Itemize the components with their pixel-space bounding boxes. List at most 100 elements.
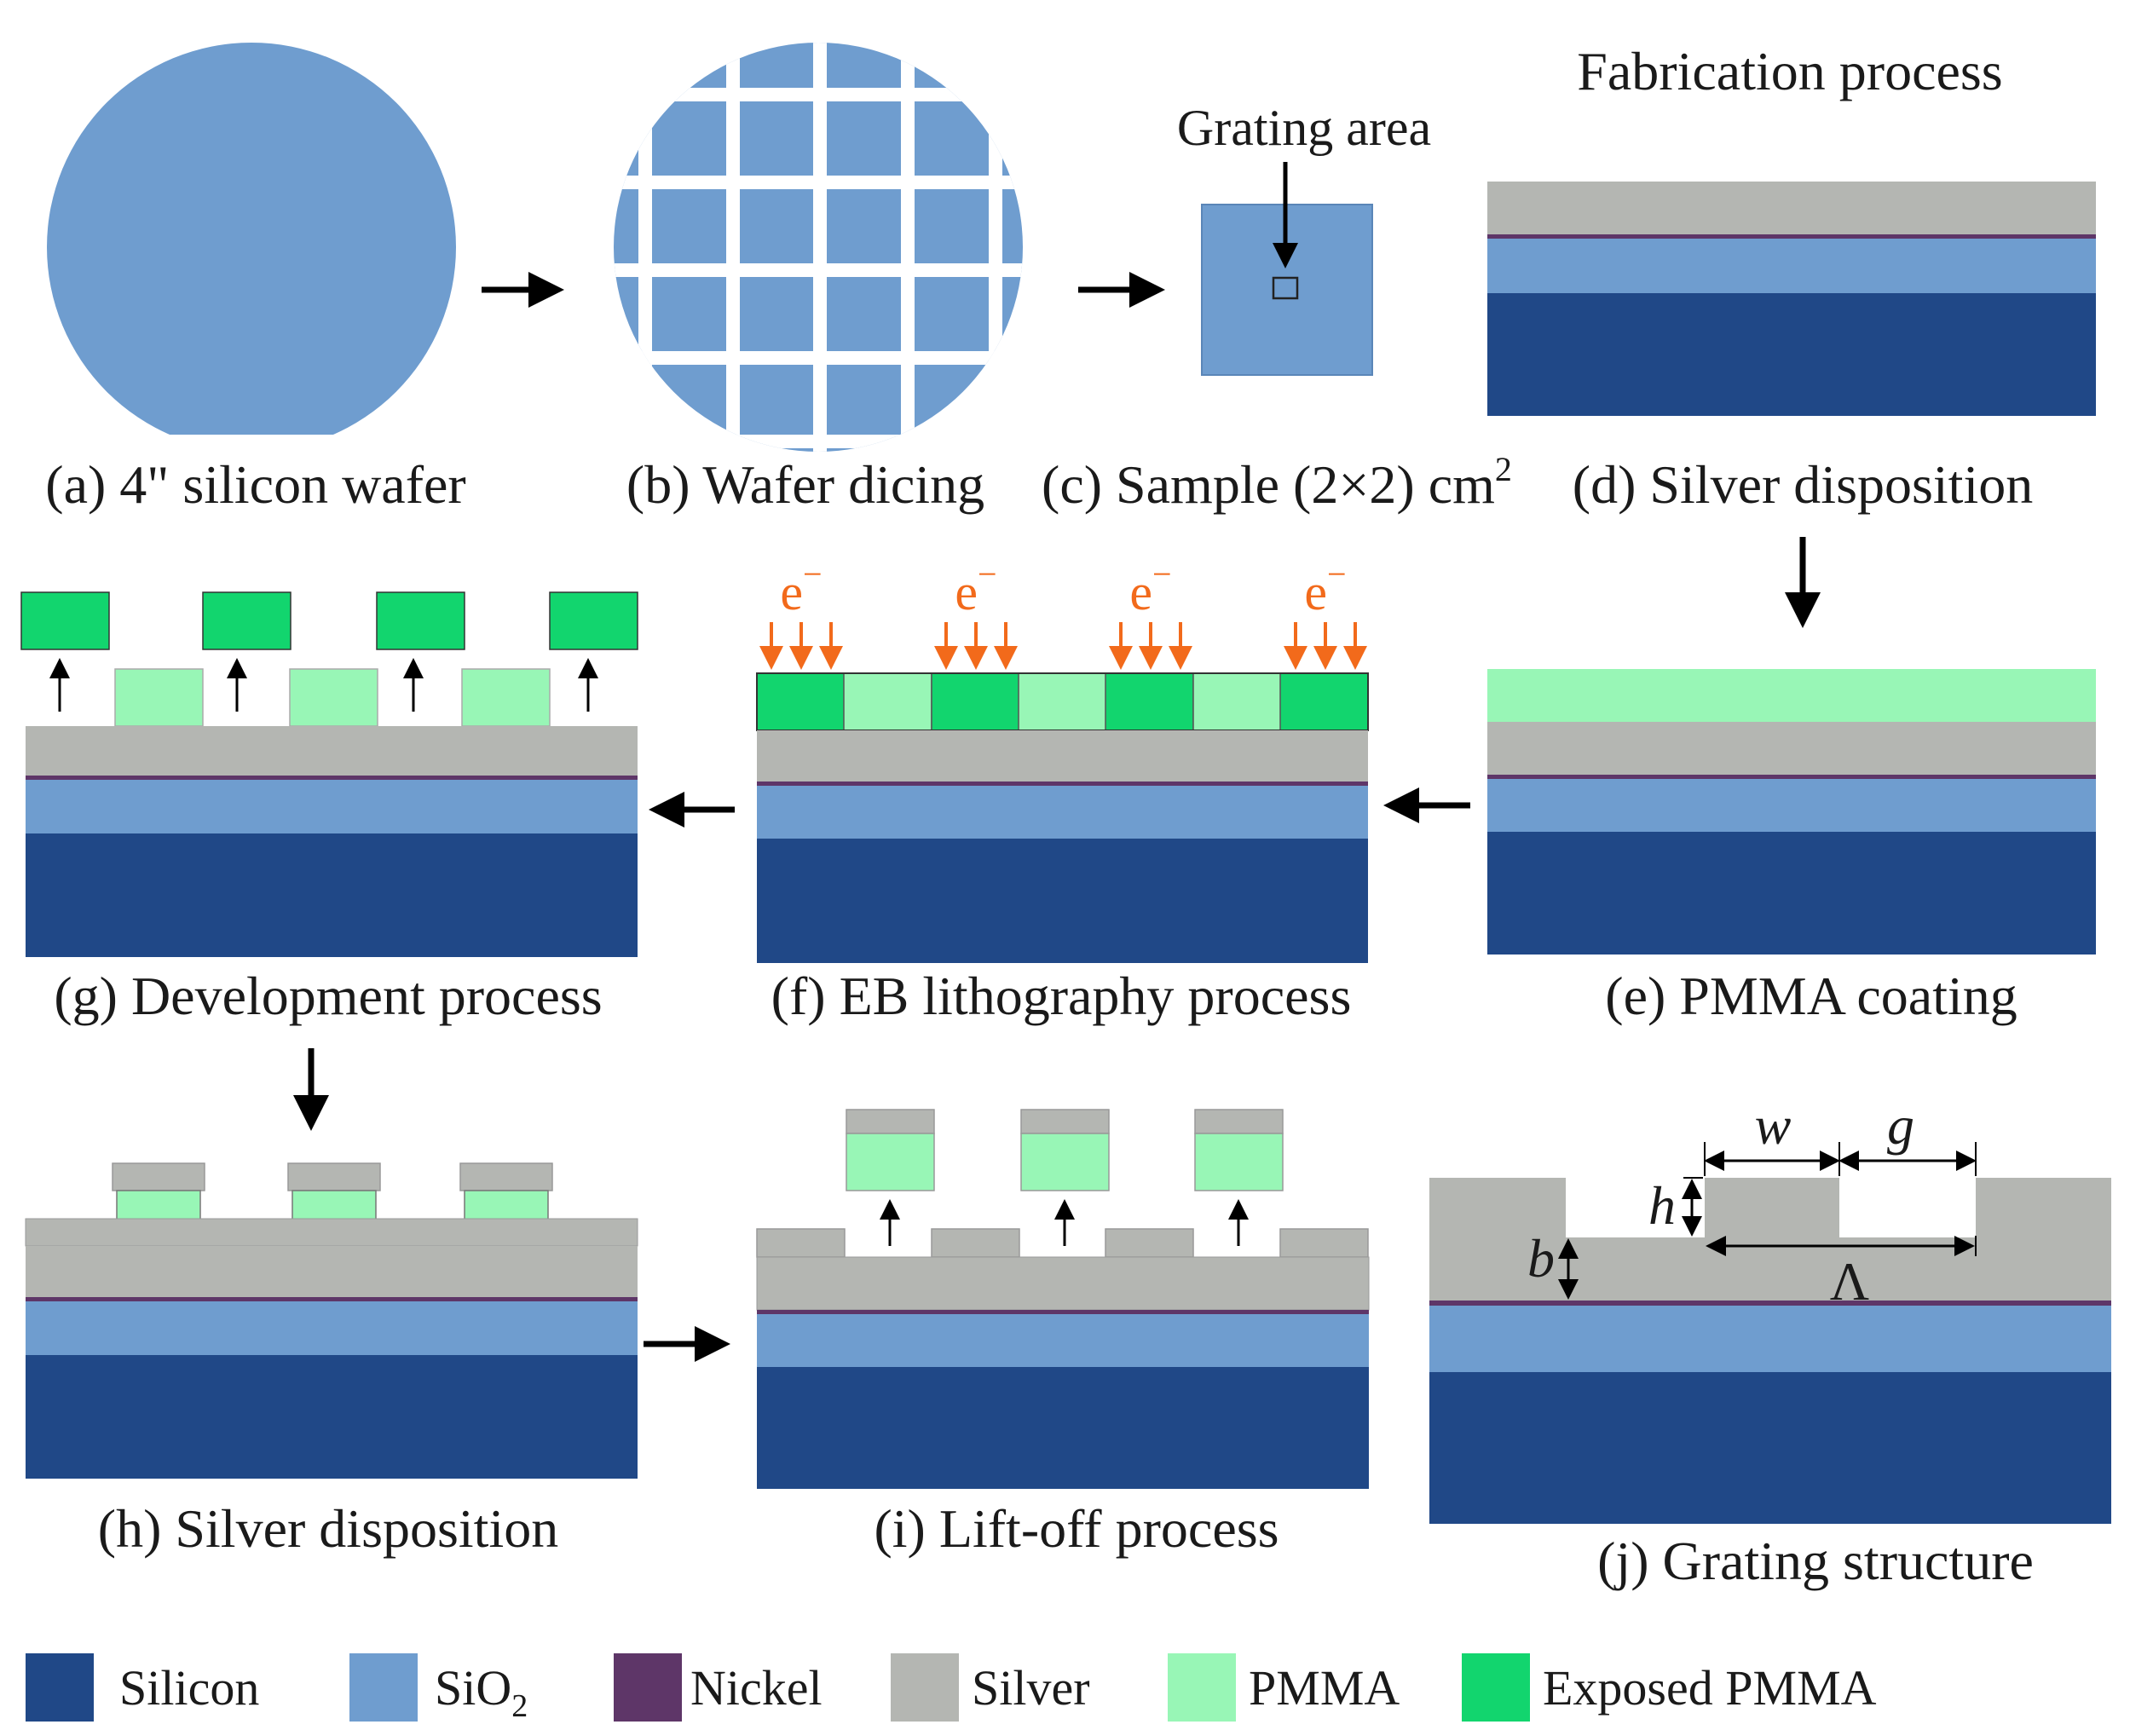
pmma-segment [1018, 672, 1107, 731]
caption-g: (g) Development process [54, 966, 602, 1026]
pmma-block [289, 668, 378, 727]
electron-label: e− [1129, 555, 1171, 620]
legend-label-exposed-pmma: Exposed PMMA [1543, 1660, 1877, 1716]
nickel-layer [26, 1297, 638, 1301]
dicing-line-vertical [989, 43, 1002, 452]
silver-cap [112, 1162, 205, 1191]
g-label: g [1887, 1095, 1914, 1156]
dicing-line-horizontal [614, 351, 1023, 365]
nickel-layer [757, 1310, 1369, 1314]
dicing-line-horizontal [614, 176, 1023, 189]
sio2-layer [757, 786, 1368, 839]
wafer-disc [47, 43, 456, 435]
panel-h-stack: (h) Silver disposition [25, 1162, 638, 1559]
electron-symbol: e [780, 564, 803, 620]
silver-cap [459, 1162, 553, 1191]
lifted-pmma-block [846, 1133, 935, 1191]
sio2-layer [757, 1314, 1369, 1367]
diagram-title: Fabrication process [1577, 41, 2002, 101]
legend-label-sio2: SiO2 [435, 1660, 528, 1724]
legend-label-nickel: Nickel [690, 1660, 823, 1716]
nickel-layer [1487, 234, 2096, 239]
caption-c-main: (c) Sample (2×2) cm [1042, 454, 1495, 515]
nickel-layer [1429, 1301, 2111, 1306]
silver-layer [26, 1246, 638, 1297]
panel-f-stack: e−e−e−e− (f) EB lithography process [756, 555, 1369, 1026]
sio2-layer [26, 780, 638, 833]
silver-base-top [25, 1218, 638, 1247]
caption-i: (i) Lift-off process [874, 1498, 1279, 1559]
caption-c-sup: 2 [1495, 450, 1512, 488]
legend-label-silver: Silver [972, 1660, 1090, 1716]
silver-layer [756, 1256, 1370, 1311]
removed-exposed-pmma [20, 591, 110, 650]
caption-a: (a) 4" silicon wafer [45, 454, 465, 515]
panel-i-stack: (i) Lift-off process [756, 1109, 1370, 1559]
period-label: Λ [1830, 1251, 1869, 1312]
electron-label: e− [955, 555, 996, 620]
caption-e: (e) PMMA coating [1605, 966, 2017, 1026]
pmma-layer [1487, 669, 2096, 722]
caption-h: (h) Silver disposition [98, 1498, 558, 1559]
electron-symbol: e [955, 564, 978, 620]
pmma-block [114, 668, 204, 727]
electron-charge: − [1327, 555, 1347, 593]
sio2-layer [1487, 239, 2096, 293]
grating-area-label: Grating area [1177, 100, 1431, 156]
panel-e-stack: (e) PMMA coating [1487, 669, 2096, 1026]
exposed-pmma-segment [756, 672, 846, 731]
silicon-layer [1429, 1372, 2111, 1524]
removed-exposed-pmma [376, 591, 465, 650]
silver-grating-line [1279, 1228, 1369, 1258]
silver-layer [1487, 182, 2096, 234]
silver-grating-line [756, 1228, 846, 1258]
panel-b-diced-wafer: (b) Wafer dicing [614, 43, 1023, 515]
lifted-pmma-block [1194, 1133, 1284, 1191]
legend-swatch-silicon [26, 1653, 94, 1722]
electron-charge: − [978, 555, 997, 593]
legend-swatch-nickel [614, 1653, 682, 1722]
pmma-segment [843, 672, 932, 731]
removed-exposed-pmma [202, 591, 292, 650]
sio2-layer [1429, 1306, 2111, 1372]
silver-layer [1487, 722, 2096, 775]
legend: Silicon SiO2 Nickel Silver PMMA Exposed … [26, 1653, 1877, 1724]
caption-f: (f) EB lithography process [771, 966, 1352, 1026]
lifted-silver-cap [1194, 1109, 1284, 1134]
legend-label-sio2-sub: 2 [511, 1688, 528, 1724]
exposed-pmma-segment [1105, 672, 1194, 731]
dicing-line-horizontal [614, 435, 1023, 448]
legend-label-silicon: Silicon [119, 1660, 259, 1716]
legend-swatch-silver [891, 1653, 959, 1722]
electron-symbol: e [1304, 564, 1327, 620]
silicon-layer [1487, 832, 2096, 955]
lifted-pmma-block [1020, 1133, 1110, 1191]
silver-grating-line [1105, 1228, 1194, 1258]
caption-c: (c) Sample (2×2) cm2 [1042, 450, 1512, 515]
caption-b: (b) Wafer dicing [626, 454, 984, 515]
silicon-layer [26, 1355, 638, 1479]
dicing-line-vertical [813, 43, 827, 452]
dicing-line-vertical [726, 43, 740, 452]
h-label: h [1648, 1175, 1676, 1236]
dicing-line-horizontal [614, 263, 1023, 277]
legend-label-pmma: PMMA [1249, 1660, 1400, 1716]
sio2-layer [26, 1301, 638, 1355]
caption-d: (d) Silver disposition [1573, 454, 2033, 515]
silicon-layer [1487, 293, 2096, 416]
electron-symbol: e [1129, 564, 1152, 620]
silver-cap [287, 1162, 381, 1191]
nickel-layer [757, 781, 1368, 786]
dicing-line-vertical [638, 43, 652, 452]
exposed-pmma-segment [931, 672, 1020, 731]
b-label: b [1527, 1228, 1555, 1289]
electron-charge: − [1152, 555, 1172, 593]
exposed-pmma-segment [1279, 672, 1369, 731]
nickel-layer [1487, 775, 2096, 779]
electron-label: e− [1304, 555, 1346, 620]
pmma-block [461, 668, 551, 727]
dicing-line-vertical [901, 43, 915, 452]
silicon-layer [26, 833, 638, 957]
panel-a-wafer: (a) 4" silicon wafer [45, 43, 466, 515]
silicon-layer [757, 839, 1368, 963]
